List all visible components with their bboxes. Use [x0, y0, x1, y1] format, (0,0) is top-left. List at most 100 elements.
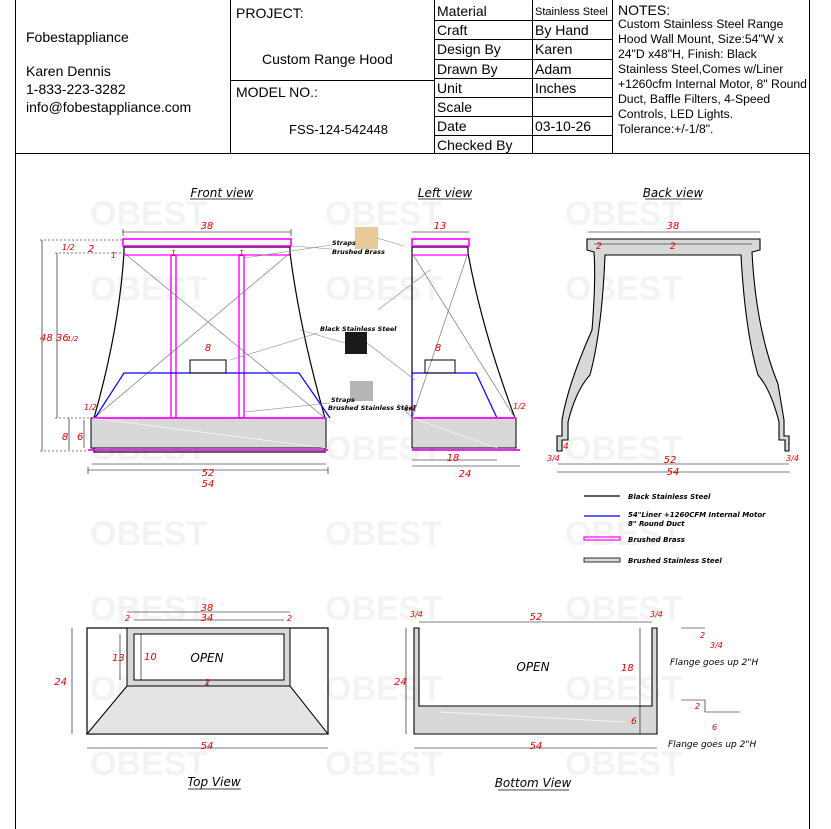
spec-value: By Hand [535, 22, 589, 39]
dim-back-4: 4 [563, 442, 569, 452]
divider [434, 0, 435, 154]
watermark-text: OBEST [325, 745, 442, 783]
dim-back-frac-l: 3/4 [547, 454, 560, 463]
left-view-title: Left view [418, 186, 473, 200]
dim-back-2a: 2 [596, 242, 602, 252]
spec-divider [434, 97, 612, 98]
dim-top-38: 38 [201, 603, 214, 614]
spec-divider [434, 58, 612, 60]
dim-bot-6b: 6 [712, 723, 717, 732]
callout-brushed-ss: Brushed Stainless Steel [328, 404, 416, 412]
spec-label: Design By [437, 41, 501, 58]
spec-value: Adam [535, 60, 572, 77]
dim-front-half-2: 1/2 [84, 403, 97, 412]
notes-text: Custom Stainless Steel Range Hood Wall M… [618, 17, 807, 136]
front-top-strap [122, 238, 292, 247]
spec-divider [434, 20, 612, 22]
watermark-text: OBEST [325, 590, 442, 628]
brushed-ss-swatch [350, 381, 373, 401]
bottom-view: OPEN 3/4 3/4 52 24 18 6 54 2 3/4 2 6 Fla [394, 610, 758, 791]
title-block [15, 0, 810, 154]
callout-straps-ss: Straps [331, 396, 355, 404]
dim-bot-2a: 2 [700, 631, 705, 640]
top-view-title: Top View [187, 775, 241, 789]
legend-brushed-ss: Brushed Stainless Steel [628, 557, 722, 565]
dim-bot-2b: 2 [695, 702, 700, 711]
dim-front-6: 6 [77, 432, 83, 443]
watermark-text: OBEST [90, 270, 207, 308]
divider [230, 0, 231, 154]
front-liner [94, 372, 331, 419]
dim-front-body: 36 [56, 333, 69, 344]
company-name: Fobestappliance [26, 29, 129, 45]
dim-front-duct: 8 [205, 343, 211, 354]
legend-liner-1: 54"Liner +1260CFM Internal Motor [628, 511, 766, 519]
brass-swatch [355, 227, 378, 249]
dim-front-height: 48 [40, 333, 53, 344]
dim-front-1c: 1 [239, 249, 244, 258]
front-view: Front view [40, 186, 331, 490]
legend-liner-2: 8" Round Duct [628, 520, 685, 528]
dim-top-13: 13 [112, 653, 125, 664]
watermark-text: OBEST [90, 745, 207, 783]
dim-bot-frac-l: 3/4 [410, 610, 423, 619]
dim-bot-52: 52 [530, 612, 543, 623]
divider [230, 80, 434, 81]
divider [532, 0, 533, 154]
back-view-title: Back view [643, 186, 704, 200]
dim-front-1b: 1 [171, 249, 176, 258]
dim-left-bottom-in: 18 [447, 453, 460, 464]
front-strap-right [238, 254, 245, 419]
watermark-text: OBEST [90, 515, 207, 553]
back-view: Back view 38 2 2 4 3/4 3/4 52 54 [547, 186, 799, 478]
dim-top-2c: 2 [205, 678, 210, 687]
dim-back-bottom-in: 52 [664, 455, 677, 466]
dim-back-bottom: 54 [667, 467, 680, 478]
watermark-text: OBEST [565, 745, 682, 783]
dim-back-top: 38 [667, 221, 680, 232]
dim-bot-frac-m: 3/4 [710, 641, 723, 650]
dim-front-1a: 1 [111, 251, 116, 260]
dim-front-frac: 1/2 [62, 243, 75, 252]
back-frame [556, 238, 790, 452]
spec-divider [434, 116, 612, 118]
dim-top-54: 54 [201, 741, 214, 752]
watermark-text: OBEST [325, 515, 442, 553]
flange-note-1: Flange goes up 2"H [670, 658, 758, 668]
callout-straps: Straps [332, 239, 356, 247]
spec-value: Karen [535, 41, 573, 58]
watermark-text: OBEST [90, 195, 207, 233]
watermark-text: OBEST [565, 515, 682, 553]
dim-top-2a: 2 [125, 614, 130, 623]
watermark-text: OBEST [565, 430, 682, 468]
dim-left-duct: 8 [435, 343, 441, 354]
dim-front-top: 38 [201, 221, 214, 232]
dim-top-2b: 2 [287, 614, 292, 623]
spec-divider [434, 77, 612, 79]
dim-left-bottom: 24 [459, 469, 472, 480]
dim-left-top: 13 [434, 221, 447, 232]
front-view-title: Front view [191, 186, 254, 200]
watermark-text: OBEST [565, 195, 682, 233]
dim-bot-24: 24 [394, 677, 407, 688]
dim-left-half-2: 1/2 [404, 404, 417, 413]
spec-label: Craft [437, 22, 468, 39]
spec-label: Date [437, 118, 467, 135]
dim-back-frac-r: 3/4 [786, 454, 799, 463]
bottom-outline [413, 627, 658, 735]
dim-bot-54: 54 [530, 741, 543, 752]
callout-brass: Brushed Brass [332, 248, 385, 256]
dim-front-half: 1/2 [67, 335, 79, 343]
spec-label: Drawn By [437, 60, 498, 77]
model-label: MODEL NO.: [236, 84, 318, 100]
top-open-label: OPEN [190, 651, 223, 665]
model-value: FSS-124-542448 [289, 122, 389, 137]
dim-front-bottom: 54 [202, 479, 215, 490]
legend-brass: Brushed Brass [628, 536, 685, 544]
spec-label: Unit [437, 79, 462, 96]
watermark-text: OBEST [565, 270, 682, 308]
spec-value: Inches [535, 79, 577, 96]
left-view: Left view 13 8 18 24 1/2 1/2 [404, 186, 526, 480]
dim-left-half: 1/2 [513, 402, 526, 411]
